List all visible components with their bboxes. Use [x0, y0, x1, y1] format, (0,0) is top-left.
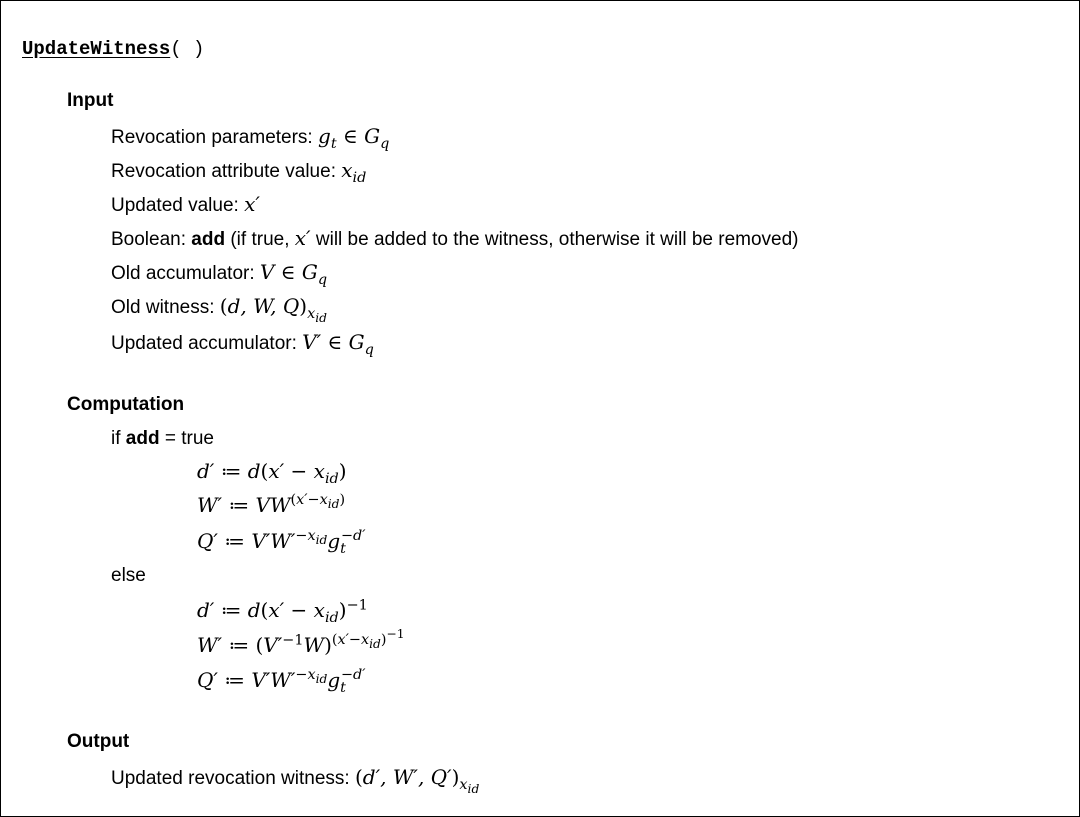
updated-witness-formula: (d′, W′, Q′)xid — [354, 765, 480, 796]
input-revocation-parameters: Revocation parameters: gt ∈ Gq — [111, 124, 390, 152]
old-witness-formula: (d, W, Q)xid — [219, 294, 327, 325]
x-prime-formula: x′ — [244, 192, 260, 216]
else-label: else — [111, 565, 146, 586]
add-keyword: add — [125, 428, 160, 449]
q-prime-remove-formula: Q′ ≔ V′W′−xidgt−d′ — [197, 667, 366, 696]
boolean-note-pre: (if true, — [230, 229, 290, 250]
input-old-witness: Old witness: (d, W, Q)xid — [111, 294, 327, 325]
if-prefix: if — [111, 428, 121, 449]
input-revocation-attribute: Revocation attribute value: xid — [111, 158, 367, 186]
xid-formula: xid — [341, 158, 367, 186]
gt-in-gq-formula: gt ∈ Gq — [318, 124, 390, 152]
algorithm-title: UpdateWitness( ) — [22, 37, 204, 62]
q-prime-add-formula: Q′ ≔ V′W′−xidgt−d′ — [197, 528, 366, 557]
function-parens: ( ) — [170, 38, 205, 60]
boolean-label: Boolean: — [111, 229, 187, 250]
output-updated-witness: Updated revocation witness: (d′, W′, Q′)… — [111, 765, 480, 796]
revocation-parameters-label: Revocation parameters: — [111, 127, 313, 148]
d-prime-remove-formula: d′ ≔ d(x′ − xid)−1 — [197, 597, 368, 626]
w-prime-add-formula: W′ ≔ VW(x′−xid) — [197, 492, 346, 517]
input-heading: Input — [67, 90, 114, 111]
input-old-accumulator: Old accumulator: V ∈ Gq — [111, 260, 328, 288]
updated-accumulator-label: Updated accumulator: — [111, 333, 297, 354]
old-accumulator-label: Old accumulator: — [111, 263, 255, 284]
w-prime-remove-formula: W′ ≔ (V′−1W)(x′−xid)−1 — [197, 627, 405, 657]
updated-witness-label: Updated revocation witness: — [111, 768, 350, 789]
v-in-gq-formula: V ∈ Gq — [259, 260, 328, 288]
if-suffix: = true — [164, 428, 214, 449]
input-updated-accumulator: Updated accumulator: V′ ∈ Gq — [111, 330, 374, 358]
x-prime-formula: x′ — [294, 226, 311, 250]
input-boolean: Boolean: add (if true, x′ will be added … — [111, 226, 799, 252]
old-witness-label: Old witness: — [111, 297, 215, 318]
updated-value-label: Updated value: — [111, 195, 239, 216]
computation-heading: Computation — [67, 394, 185, 415]
d-prime-add-formula: d′ ≔ d(x′ − xid) — [197, 459, 347, 487]
add-keyword: add — [191, 229, 226, 250]
input-updated-value: Updated value: x′ — [111, 192, 260, 218]
if-add-true: if add = true — [111, 427, 214, 451]
boolean-note-post: will be added to the witness, otherwise … — [315, 229, 799, 250]
revocation-attribute-label: Revocation attribute value: — [111, 161, 336, 182]
function-name: UpdateWitness — [22, 38, 171, 60]
output-heading: Output — [67, 731, 130, 752]
v-prime-in-gq-formula: V′ ∈ Gq — [302, 330, 374, 358]
